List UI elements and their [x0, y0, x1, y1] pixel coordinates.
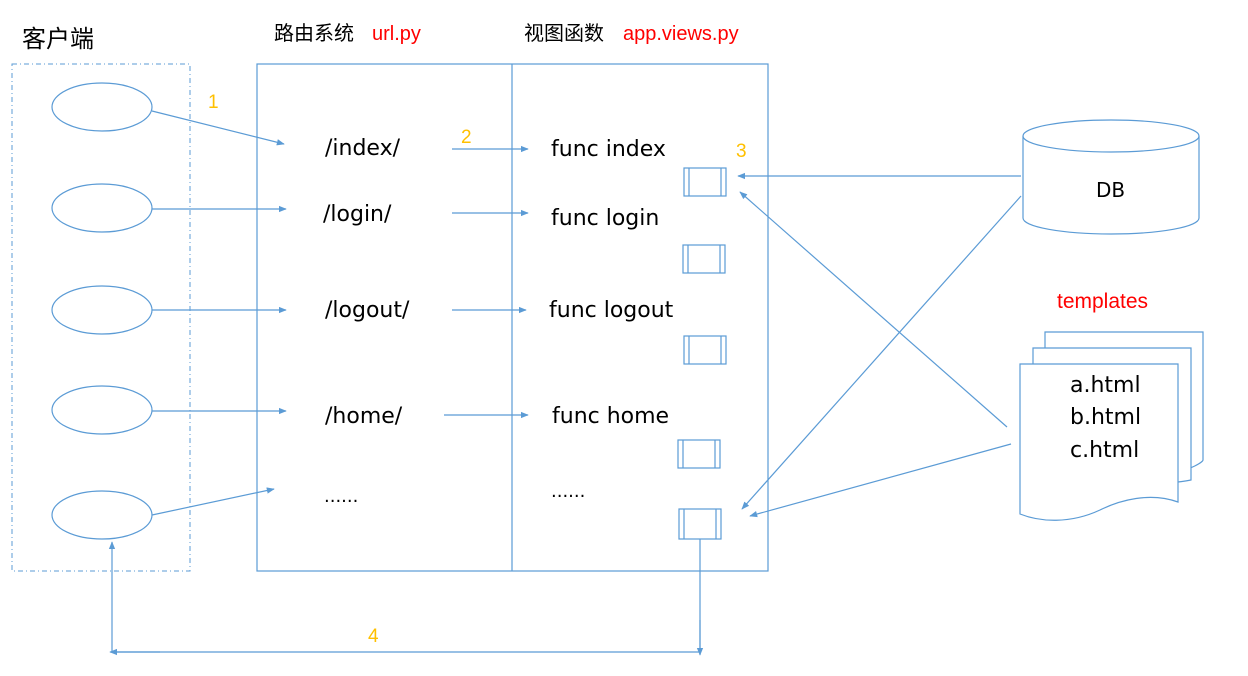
- arrow-client-to-index: [151, 110, 285, 146]
- route-home: /home/: [325, 404, 403, 429]
- func-home: func home: [552, 404, 669, 429]
- step-number-1: 1: [208, 92, 219, 113]
- routing-header: 路由系统: [274, 21, 354, 45]
- route-login: /login/: [323, 202, 392, 227]
- arrow-client-to-more: [151, 487, 275, 516]
- templates-document-stack: [1019, 331, 1204, 521]
- templates-title: templates: [1057, 290, 1148, 313]
- client-node-2: [51, 183, 153, 233]
- func-index: func index: [551, 137, 666, 162]
- step-number-4: 4: [368, 626, 379, 647]
- client-header: 客户端: [22, 25, 94, 53]
- client-node-5: [51, 490, 153, 540]
- arrow-templates-to-box-5: [749, 443, 1012, 518]
- template-file-c: c.html: [1070, 438, 1139, 463]
- process-box-5: [678, 508, 722, 540]
- process-box-3: [683, 335, 727, 365]
- func-logout: func logout: [549, 298, 674, 323]
- client-node-1: [51, 82, 153, 132]
- client-node-3: [51, 285, 153, 335]
- database-cylinder: [1022, 119, 1200, 235]
- template-file-a: a.html: [1070, 373, 1141, 398]
- client-box: [11, 63, 191, 572]
- arrow-db-to-box-5: [741, 195, 1022, 510]
- arrow-templates-to-box-1: [739, 191, 1008, 428]
- step-number-2: 2: [461, 127, 472, 148]
- func-login: func login: [551, 206, 659, 231]
- views-header: 视图函数: [524, 21, 604, 45]
- route-more: ......: [324, 486, 358, 507]
- step-number-3: 3: [736, 141, 747, 162]
- process-box-2: [682, 244, 726, 274]
- template-file-b: b.html: [1070, 405, 1141, 430]
- routing-file-label: url.py: [372, 23, 421, 45]
- func-more: ......: [551, 481, 585, 502]
- views-file-label: app.views.py: [623, 23, 739, 45]
- route-logout: /logout/: [325, 298, 410, 323]
- response-path: [112, 539, 701, 653]
- process-box-1: [683, 167, 727, 197]
- process-box-4: [677, 439, 721, 469]
- database-label: DB: [1096, 178, 1125, 202]
- route-index: /index/: [325, 136, 401, 161]
- client-node-4: [51, 385, 153, 435]
